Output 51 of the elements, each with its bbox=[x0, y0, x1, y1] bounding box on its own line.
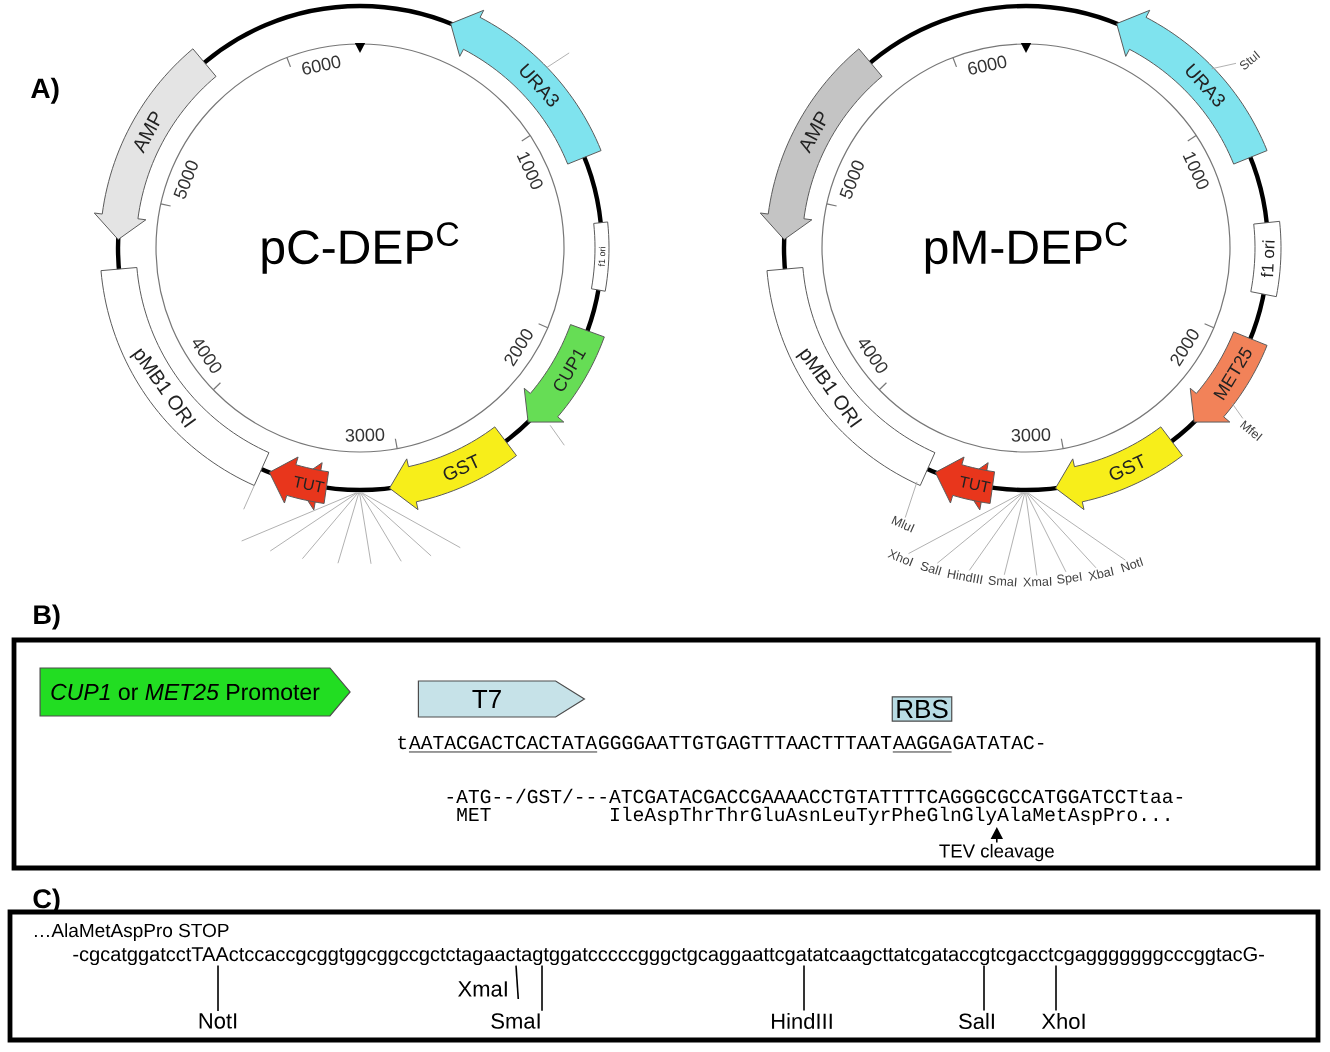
amino-acid-sequence: IleAspThrThrGluAsnLeuTyrPheGlnGlyAlaMetAspPro... bbox=[611, 806, 1169, 826]
leader-line bbox=[1027, 492, 1126, 561]
leader-line bbox=[904, 481, 918, 518]
dna-sequence: AAGGA bbox=[892, 735, 952, 753]
enzyme-label: SmaI bbox=[491, 1013, 540, 1029]
promoter-block: T7 bbox=[417, 680, 586, 718]
amino-acid-sequence: MET bbox=[457, 808, 491, 821]
dna-sequence: -cgcatggatcctTAActccaccgcggtggcggccgctctagaactagtggatcccccgggctgcaggaattcgatatcaagcttatcgataccgtcgacctcgagggggggcccggtacG- bbox=[73, 947, 1264, 966]
rbs-box: RBS bbox=[891, 696, 953, 722]
scale-label: 3000 bbox=[1011, 428, 1051, 442]
leader-line bbox=[217, 964, 219, 1012]
leader-line bbox=[1003, 492, 1026, 576]
gene-feature: GST bbox=[1055, 426, 1183, 511]
leader-line bbox=[1231, 402, 1244, 419]
leader-line bbox=[983, 964, 985, 1012]
dna-sequence: GGGGAATTGTGAGTTTAACTTTAAT bbox=[599, 735, 892, 750]
leader-line bbox=[908, 492, 1023, 555]
scale-label: 5000 bbox=[173, 160, 198, 199]
leader-line bbox=[1025, 492, 1038, 576]
gene-feature: GST bbox=[389, 426, 517, 511]
leader-line bbox=[515, 964, 520, 1000]
dna-sequence: GATATAC- bbox=[953, 735, 1044, 750]
enzyme-label: NotI bbox=[199, 1013, 237, 1029]
leader-line bbox=[1026, 492, 1097, 569]
enzyme-label: HindIII bbox=[772, 1012, 832, 1030]
gene-feature: TUT bbox=[934, 456, 996, 511]
leader-line bbox=[1055, 964, 1057, 1012]
node-label: B) bbox=[34, 604, 60, 630]
dna-sequence: t bbox=[398, 735, 407, 750]
pointer-arrow bbox=[990, 827, 1003, 844]
leader-line bbox=[803, 964, 805, 1012]
scale-label: 5000 bbox=[839, 160, 864, 199]
enzyme-label: XhoI bbox=[1041, 1012, 1085, 1030]
leader-line bbox=[1025, 492, 1067, 573]
dna-sequence: AATACGACTCACTATA bbox=[408, 735, 598, 753]
cleavage-label: TEV cleavage bbox=[939, 843, 1054, 862]
leader-line bbox=[968, 492, 1025, 571]
enzyme-label: XmaI bbox=[458, 981, 507, 997]
gene-feature: TUT bbox=[268, 456, 330, 511]
scale-label: 6000 bbox=[302, 55, 341, 75]
leader-line bbox=[541, 964, 543, 1012]
leader-line bbox=[1211, 62, 1237, 70]
peptide-text: …AlaMetAspPro STOP bbox=[35, 923, 229, 941]
leader-line bbox=[936, 492, 1024, 564]
scale-label: 6000 bbox=[968, 55, 1007, 75]
promoter-block: CUP1 or MET25 Promoter bbox=[39, 667, 351, 717]
enzyme-label: SalI bbox=[959, 1012, 994, 1030]
dna-sequence: -ATG--/GST/---ATCGATACGACCGAAAACCTGTATTTTCAGGGCGCCATGGATCCTtaa- bbox=[447, 788, 1183, 804]
scale-label: 3000 bbox=[345, 428, 385, 442]
feature-box: f1 ori bbox=[1250, 220, 1282, 298]
panel-label: A) bbox=[31, 77, 59, 104]
